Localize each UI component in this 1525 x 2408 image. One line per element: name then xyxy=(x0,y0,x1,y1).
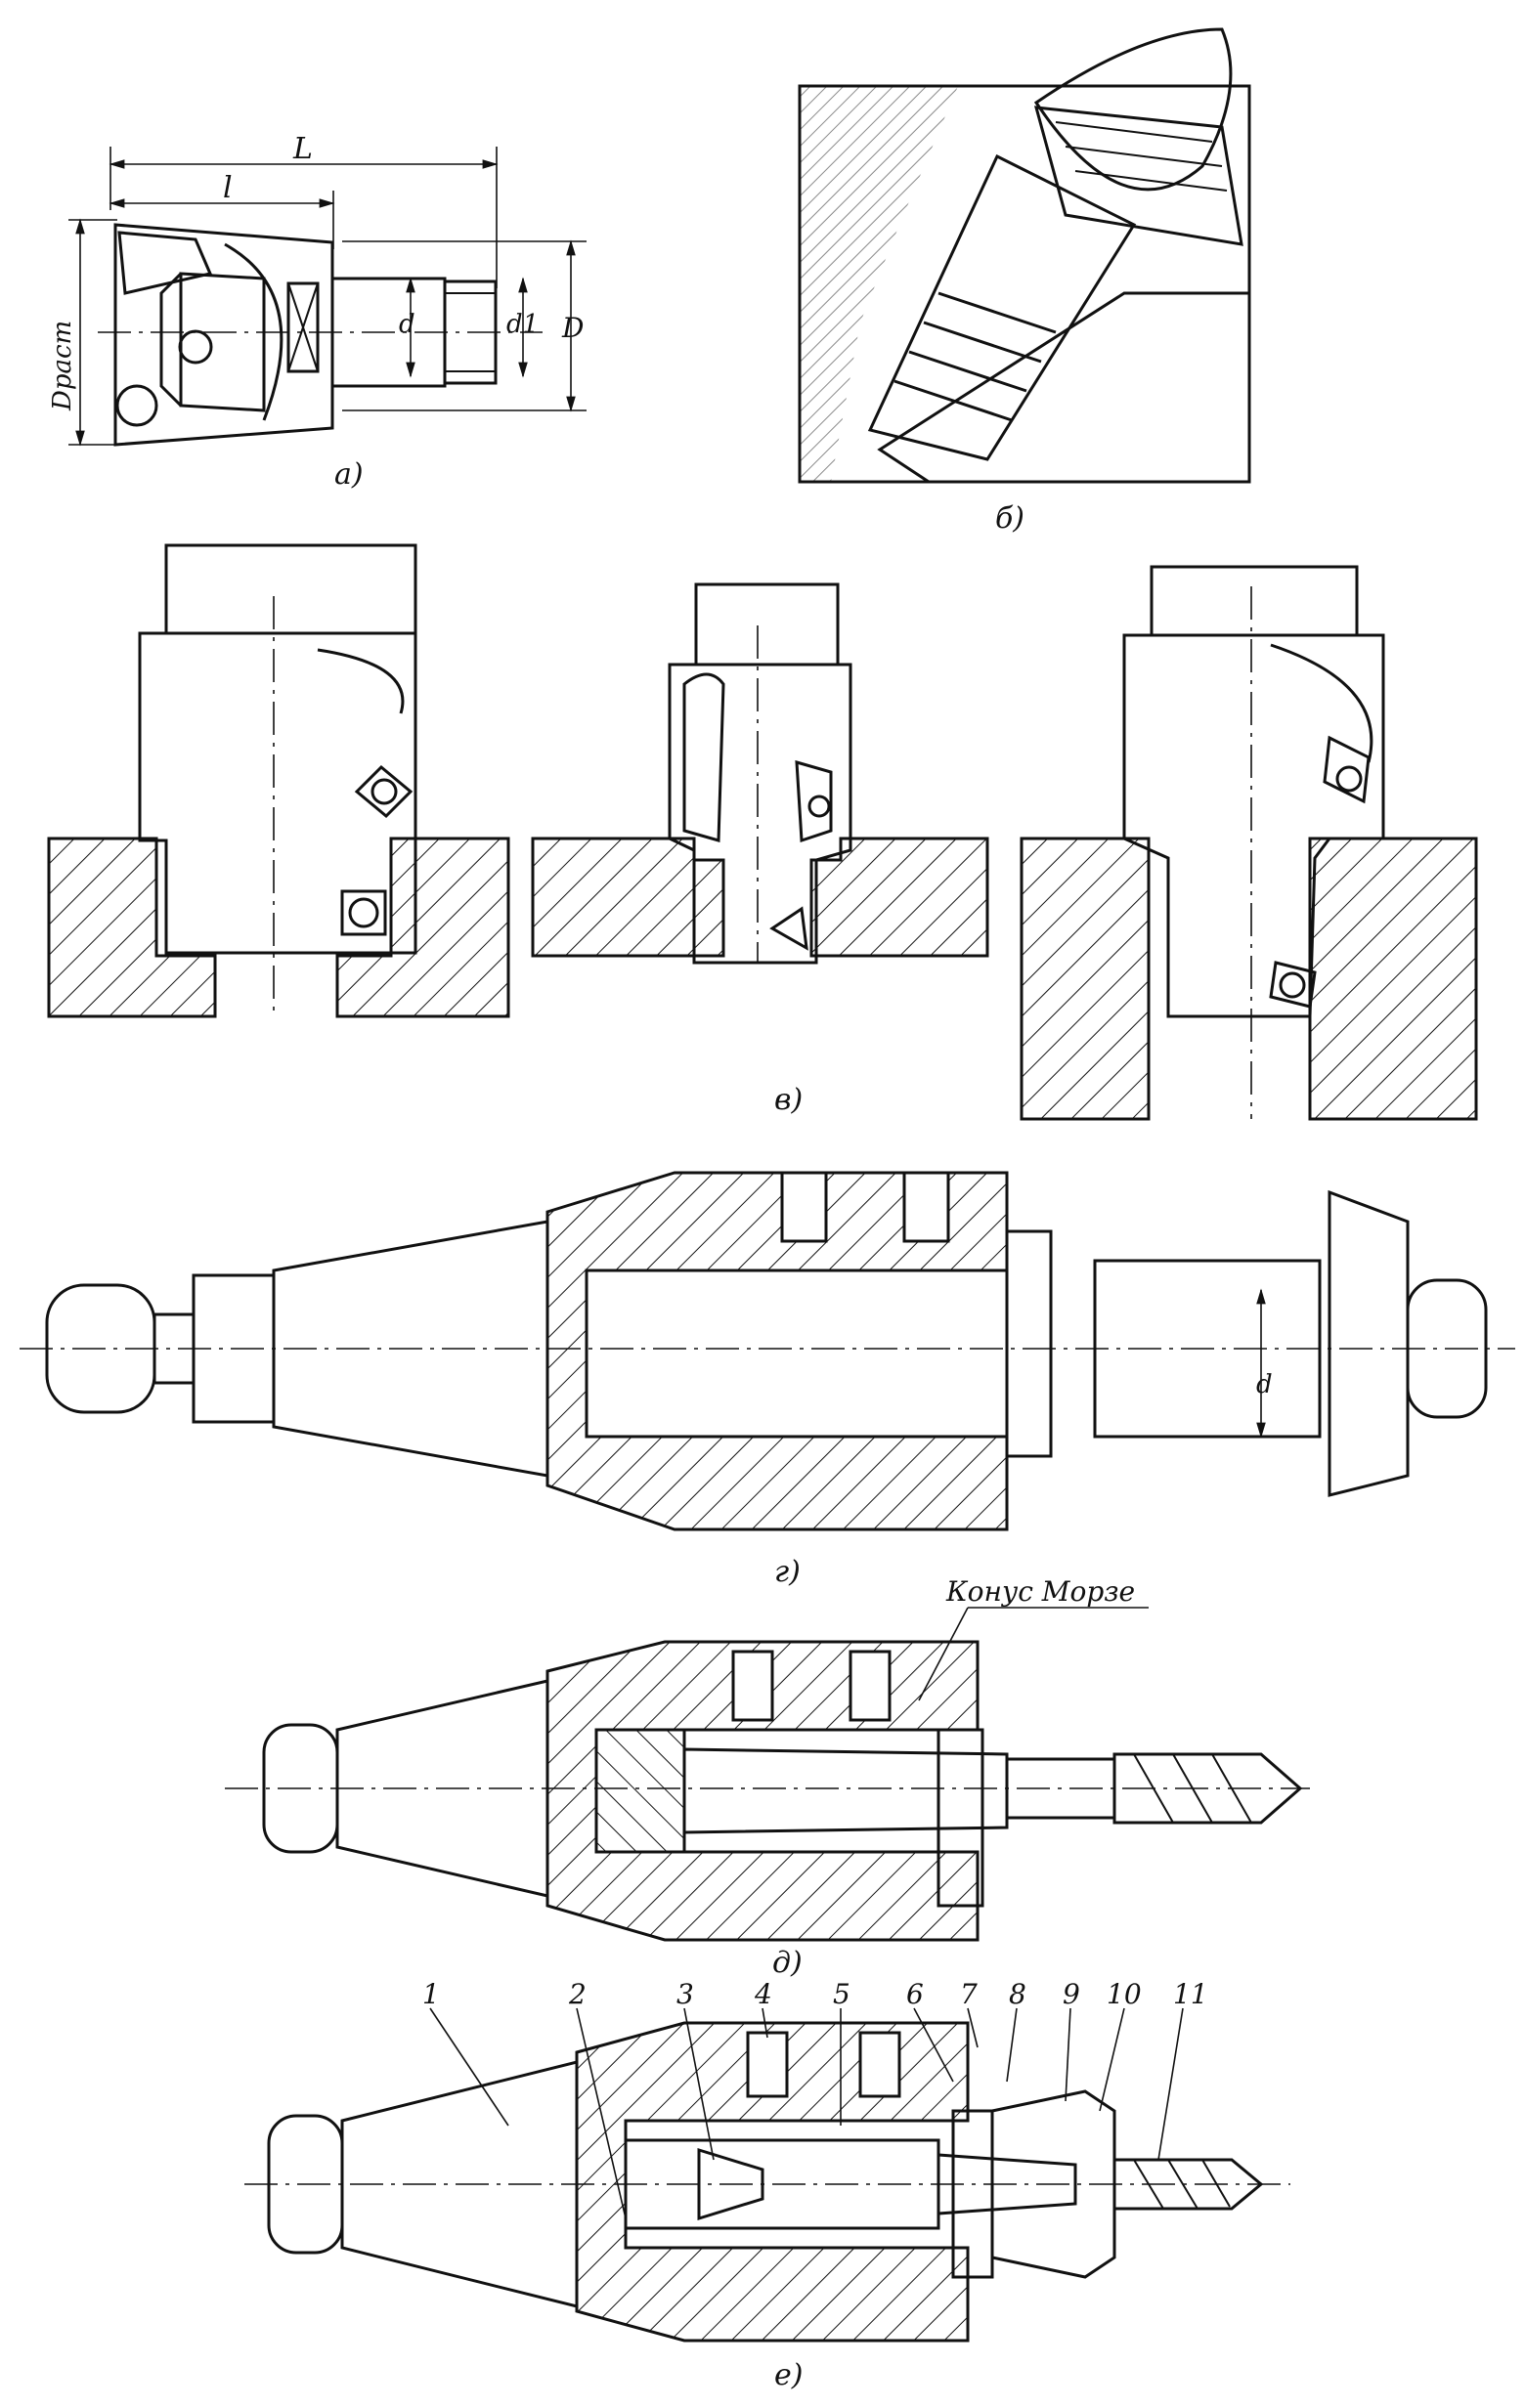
callout-4: 4 xyxy=(754,1978,772,2010)
callout-10: 10 xyxy=(1107,1978,1142,2010)
label-d1: d1 xyxy=(506,310,539,339)
callout-11: 11 xyxy=(1173,1978,1208,2010)
callout-7: 7 xyxy=(960,1978,978,2010)
caption-a: а) xyxy=(334,457,364,492)
caption-b: б) xyxy=(995,501,1024,536)
caption-g: г) xyxy=(774,1555,801,1589)
view-v-three-cutters xyxy=(47,543,1478,1121)
callout-2: 2 xyxy=(568,1978,587,2010)
label-l: l xyxy=(223,171,233,205)
view-d-morse-holder xyxy=(225,1607,1310,1942)
view-g-tool-holder xyxy=(20,1171,1515,1531)
view-a-boring-head xyxy=(68,147,587,447)
callout-8: 8 xyxy=(1009,1978,1026,2010)
caption-e: е) xyxy=(774,2358,803,2392)
callout-6: 6 xyxy=(906,1978,924,2010)
callout-3: 3 xyxy=(676,1978,694,2010)
label-D: D xyxy=(561,312,584,344)
callout-9: 9 xyxy=(1063,1978,1080,2010)
caption-d: д) xyxy=(772,1946,803,1980)
label-d: d xyxy=(399,310,415,339)
label-d-g: d xyxy=(1256,1370,1273,1399)
callout-1: 1 xyxy=(422,1978,440,2010)
callout-5: 5 xyxy=(833,1978,850,2010)
view-e-collet-holder xyxy=(244,2007,1290,2343)
annotation-morse-taper: Конус Морзе xyxy=(945,1575,1135,1608)
label-L: L xyxy=(292,132,313,166)
caption-v: в) xyxy=(774,1083,803,1117)
view-b-micrometer-photo xyxy=(798,27,1251,484)
label-Drast: Dраст xyxy=(48,321,77,411)
